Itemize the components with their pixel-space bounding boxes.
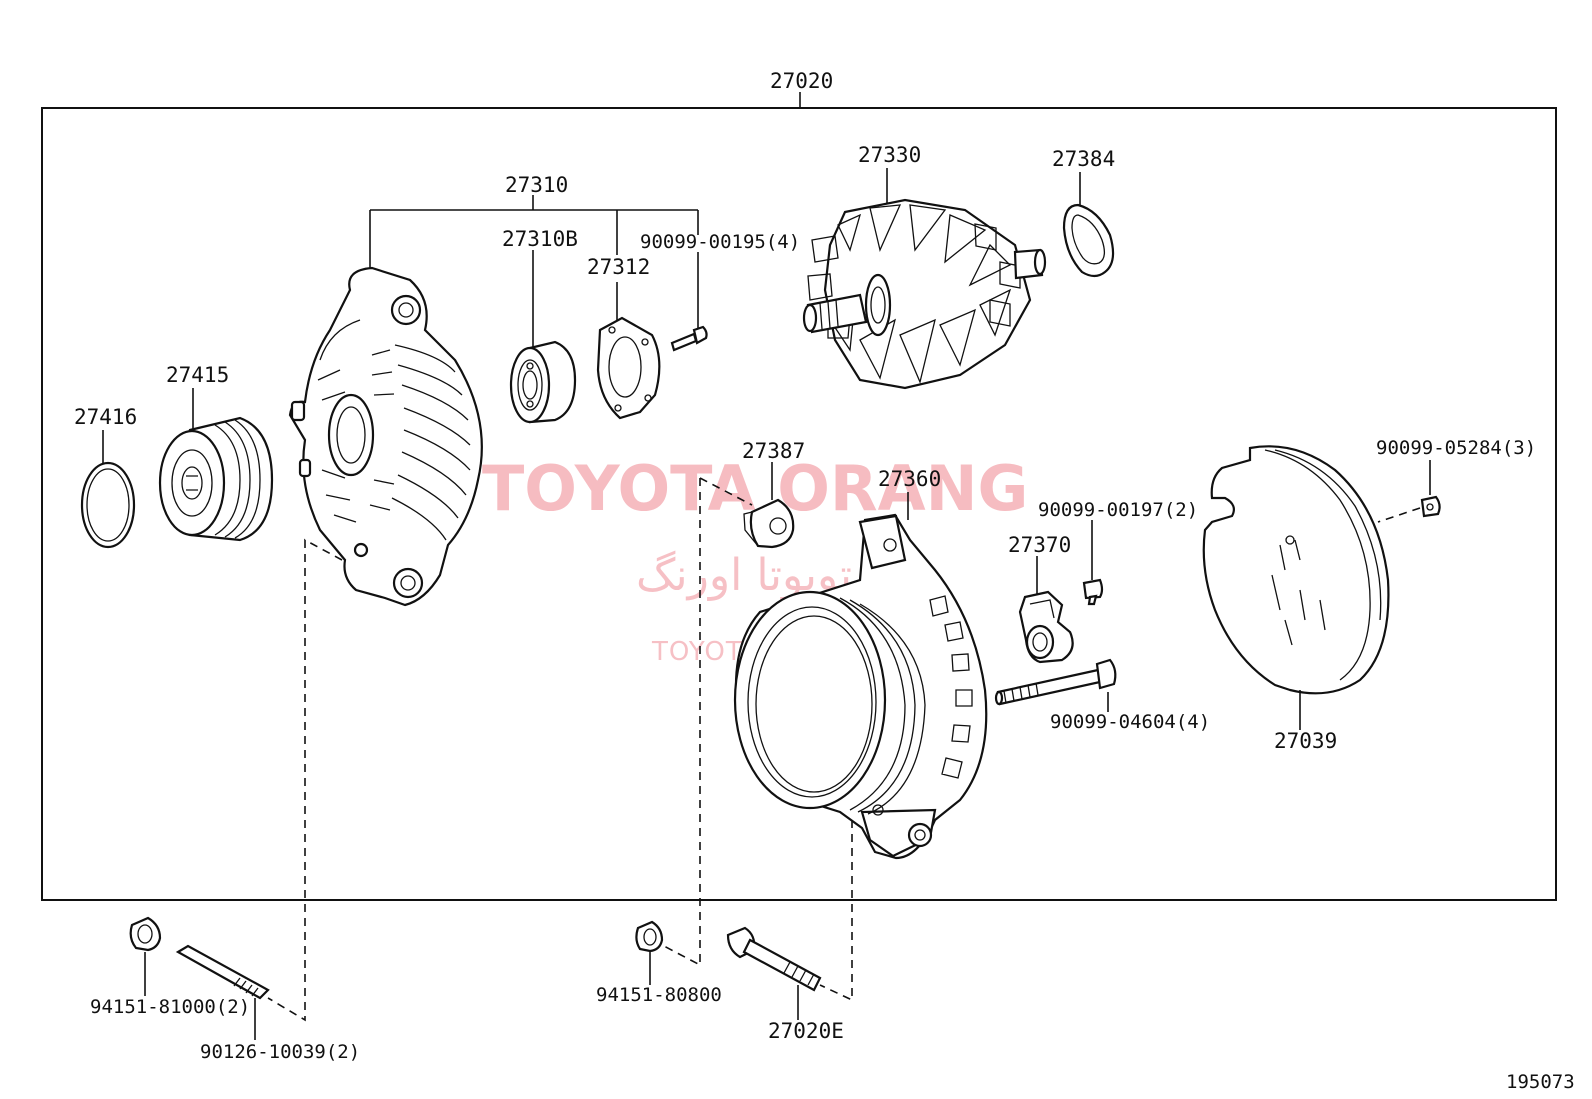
label-94151-80800[interactable]: 94151-80800	[596, 984, 722, 1006]
label-90099-05284[interactable]: 90099-05284(3)	[1376, 437, 1536, 459]
rotor-27330[interactable]	[802, 168, 1047, 390]
nut-94151-80800[interactable]	[635, 920, 664, 985]
drive-end-frame-27310[interactable]	[288, 266, 483, 607]
label-90099-04604[interactable]: 90099-04604(4)	[1050, 711, 1210, 733]
nut-90099-05284[interactable]	[1377, 460, 1441, 523]
assembly-frame	[41, 107, 1557, 901]
label-27310B[interactable]: 27310B	[502, 227, 578, 251]
label-90099-00195[interactable]: 90099-00195(4)	[640, 231, 800, 253]
leader-27310	[369, 195, 699, 350]
retainer-plate-27312[interactable]	[596, 316, 661, 420]
label-27387[interactable]: 27387	[742, 439, 805, 463]
label-27312[interactable]: 27312	[587, 255, 650, 279]
label-94151-81000[interactable]: 94151-81000(2)	[90, 996, 250, 1018]
assembly-guides	[267, 477, 853, 1022]
label-27039[interactable]: 27039	[1274, 729, 1337, 753]
stud-90126-10039[interactable]	[175, 944, 270, 1040]
label-27330[interactable]: 27330	[858, 143, 921, 167]
screw-90099-00195[interactable]	[670, 325, 708, 352]
pulley-27415[interactable]	[158, 388, 274, 542]
brush-holder-27370[interactable]	[1018, 556, 1074, 664]
snap-ring-27416[interactable]	[80, 430, 136, 549]
bolt-27020E[interactable]	[726, 926, 822, 1020]
label-27370[interactable]: 27370	[1008, 533, 1071, 557]
rear-cover-27039[interactable]	[1202, 445, 1390, 730]
rear-frame-27360[interactable]	[733, 492, 988, 860]
seal-27384[interactable]	[1062, 172, 1115, 278]
image-code: 195073	[1506, 1071, 1575, 1093]
label-27310[interactable]: 27310	[505, 173, 568, 197]
label-27384[interactable]: 27384	[1052, 147, 1115, 171]
bolt-90099-04604[interactable]	[994, 658, 1117, 712]
label-27360[interactable]: 27360	[878, 467, 941, 491]
label-27020[interactable]: 27020	[770, 69, 833, 93]
nut-94151-81000[interactable]	[129, 916, 162, 996]
label-27415[interactable]: 27415	[166, 363, 229, 387]
screw-90099-00197[interactable]	[1082, 520, 1104, 606]
label-90099-00197[interactable]: 90099-00197(2)	[1038, 499, 1198, 521]
part-labels: 27310 27310B 27312 90099-00195(4) 27330 …	[74, 143, 1536, 1063]
insulator-27387[interactable]	[743, 462, 795, 549]
bearing-27310B[interactable]	[509, 340, 577, 424]
label-90126-10039[interactable]: 90126-10039(2)	[200, 1041, 360, 1063]
label-27416[interactable]: 27416	[74, 405, 137, 429]
label-27020E[interactable]: 27020E	[768, 1019, 844, 1043]
